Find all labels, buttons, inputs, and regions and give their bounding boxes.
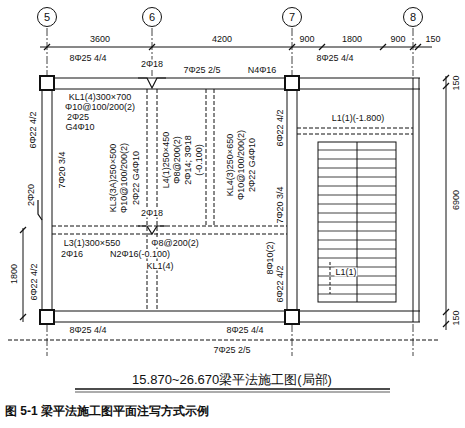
rebar-annotation: 2Φ22 G4Φ10: [248, 137, 257, 193]
dimension-text: 6900: [452, 189, 461, 211]
rebar-annotation: 8Φ25 4/4: [315, 54, 354, 63]
stair-tread: [357, 150, 396, 151]
stair-tread: [357, 285, 396, 286]
rebar-annotation: 7Φ20 3/4: [276, 185, 285, 224]
rebar-annotation: KL1(4)300×700: [68, 93, 132, 102]
rebar-annotation: 2Φ16: [60, 250, 84, 259]
rebar-annotation: 2Φ22 G4Φ10: [132, 150, 141, 206]
rebar-annotation: 7Φ20 3/4: [58, 150, 67, 189]
stair-tread: [357, 276, 396, 277]
dimension-text: 4200: [211, 35, 233, 44]
rebar-annotation: KL3(3A)250×500: [109, 143, 118, 213]
axis-bubble: 8: [403, 7, 423, 27]
rebar-annotation: Φ10@100/200(2): [120, 142, 129, 214]
rebar-annotation: 8Φ25 4/4: [68, 54, 107, 63]
rebar-annotation: N2Φ16(-0.100): [109, 250, 171, 259]
stair-tread: [357, 249, 396, 250]
rebar-annotation: N4Φ16: [247, 66, 278, 75]
stair-tread: [357, 168, 396, 169]
drawing-title: 15.870~26.670梁平法施工图(局部): [132, 373, 332, 386]
stair-tread: [318, 222, 357, 223]
stair-tread: [357, 258, 396, 259]
stair-tread: [318, 294, 357, 295]
stair-tread: [318, 186, 357, 187]
rebar-annotation: 6Φ22 4/2: [29, 110, 38, 149]
rebar-annotation: Φ10@100/200(2): [237, 129, 246, 201]
stair-tread: [357, 222, 396, 223]
rebar-annotation: Φ8@200(2): [150, 239, 199, 248]
dimension-text: 900: [298, 35, 315, 44]
rebar-annotation: 6Φ22 4/2: [276, 108, 285, 147]
stair-tread: [318, 204, 357, 205]
axis-number: 7: [289, 12, 295, 23]
dimension-text: 150: [452, 74, 461, 91]
stair-tread: [318, 195, 357, 196]
rebar-annotation: 8Φ25 4/4: [68, 326, 107, 335]
figure-caption: 图 5-1 梁平法施工图平面注写方式示例: [5, 405, 209, 417]
rebar-annotation: 6Φ22 4/2: [30, 262, 39, 301]
rebar-annotation: L1(1): [334, 268, 357, 277]
stair-tread: [318, 159, 357, 160]
rebar-annotation: 6Φ22 4/2: [276, 264, 285, 303]
axis-bubble: 6: [142, 7, 162, 27]
stair-tread: [318, 231, 357, 232]
rebar-annotation: 2Φ25: [66, 113, 90, 122]
stair-tread: [357, 267, 396, 268]
stair-tread: [318, 177, 357, 178]
rebar-annotation: 7Φ25 2/5: [182, 66, 221, 75]
rebar-annotation: 8Φ25 4/4: [225, 326, 264, 335]
stair-tread: [318, 150, 357, 151]
dimension-text: 1800: [10, 263, 19, 285]
rebar-annotation: 2Φ18: [140, 60, 164, 69]
stair-tread: [318, 249, 357, 250]
axis-number: 5: [44, 12, 50, 23]
stair-tread: [318, 258, 357, 259]
dimension-text: 900: [389, 35, 406, 44]
stair-tread: [357, 186, 396, 187]
rebar-annotation: KL1(4): [145, 262, 174, 271]
axis-bubble: 5: [37, 7, 57, 27]
rebar-annotation: Φ10@100/200(2): [64, 103, 136, 112]
rebar-annotation: Φ8@200(2): [173, 135, 182, 184]
stair-tread: [357, 231, 396, 232]
stair-tread: [357, 204, 396, 205]
stair-tread: [357, 294, 396, 295]
stair-tread: [357, 240, 396, 241]
rebar-annotation: L4(1)250×450: [162, 131, 171, 189]
stair-tread: [318, 168, 357, 169]
rebar-annotation: G4Φ10: [64, 123, 95, 132]
dimension-text: 150: [452, 309, 461, 326]
rebar-annotation: 2Φ14; 3Φ18: [184, 134, 193, 185]
rebar-annotation: L1(1)(-1.800): [331, 114, 386, 123]
stair-tread: [318, 240, 357, 241]
stair-tread: [357, 195, 396, 196]
stair-tread: [357, 177, 396, 178]
rebar-annotation: 2Φ18: [140, 209, 164, 218]
axis-bubble: 7: [282, 7, 302, 27]
rebar-annotation: 7Φ25 2/5: [212, 346, 251, 355]
stair-tread: [357, 159, 396, 160]
rebar-annotation: KL4(3)250×650: [226, 133, 235, 197]
stair-tread: [357, 213, 396, 214]
dimension-text: 3600: [89, 35, 111, 44]
rebar-annotation: L3(1)300×550: [63, 239, 121, 248]
rebar-annotation: (-0.100): [195, 143, 204, 177]
axis-number: 8: [410, 12, 416, 23]
stair-tread: [318, 213, 357, 214]
rebar-annotation: 8Φ10(2): [266, 240, 275, 275]
dimension-text: 150: [424, 35, 441, 44]
axis-number: 6: [149, 12, 155, 23]
rebar-annotation: 2Φ20: [27, 183, 36, 207]
dimension-text: 1800: [341, 35, 363, 44]
stair-tread: [318, 285, 357, 286]
